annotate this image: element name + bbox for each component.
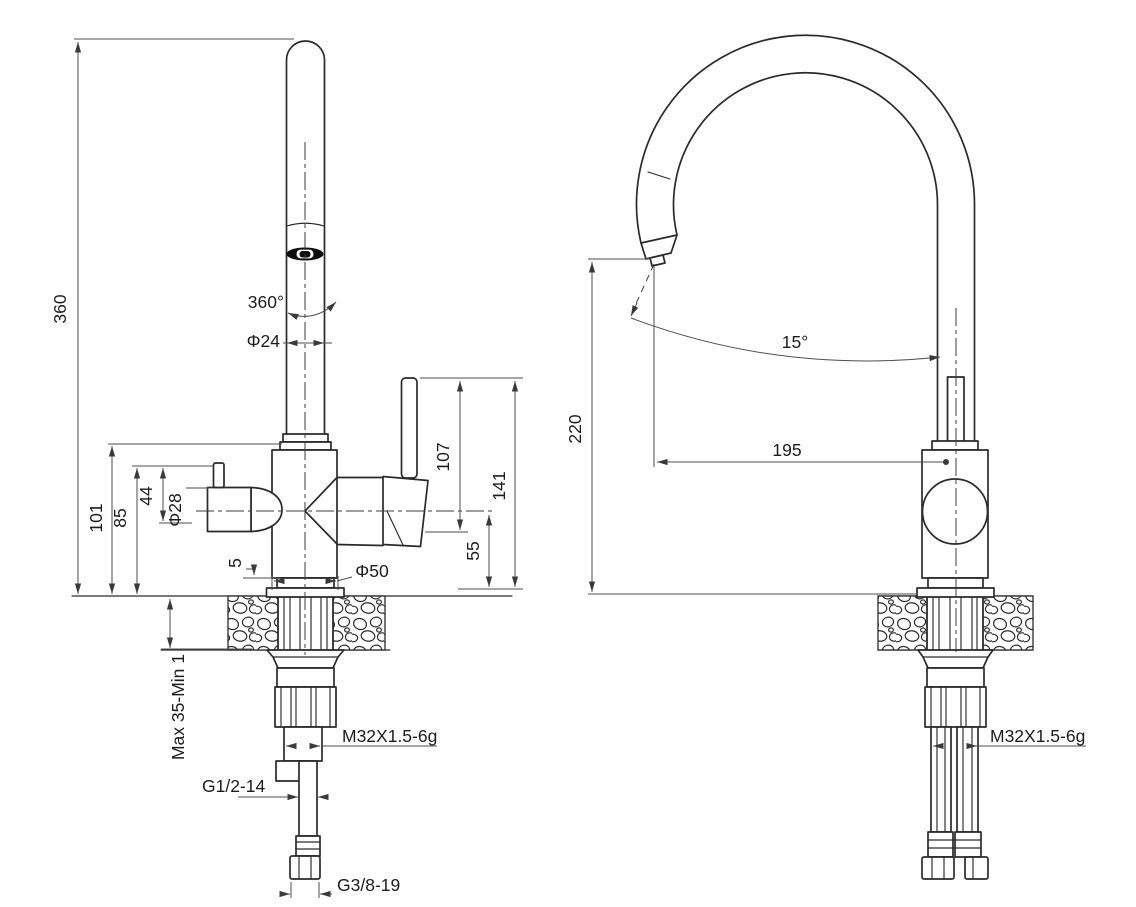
dim-shank-thread-front: M32X1.5-6g: [342, 726, 437, 746]
side-dimensions: 15° 220 195 M32X1.5-6g: [565, 258, 1086, 750]
dim-spout-reach: 195: [772, 440, 801, 460]
dim-44: 44: [136, 486, 156, 506]
front-right-handle: [382, 377, 429, 548]
dim-spout-diameter: Φ24: [247, 331, 281, 351]
front-under-counter: [266, 649, 345, 880]
dim-handle-diameter: Φ28: [165, 493, 185, 526]
dim-101: 101: [86, 503, 106, 532]
front-body: [271, 449, 384, 579]
side-body: [916, 376, 995, 598]
dim-85: 85: [110, 508, 130, 527]
dim-deck-thickness-range: Max 35-Min 1: [168, 654, 188, 760]
side-countertop: [877, 595, 1034, 651]
dim-141: 141: [489, 471, 509, 500]
dim-107: 107: [433, 442, 453, 471]
dim-55: 55: [463, 541, 483, 560]
dim-hose-thread: G3/8-19: [337, 875, 400, 895]
dim-inlet-thread: G1/2-14: [202, 776, 265, 796]
dim-spout-height: 220: [565, 414, 585, 443]
side-spout: [635, 34, 976, 442]
side-under-counter: [917, 649, 994, 880]
dim-swivel-angle: 360°: [248, 292, 284, 312]
front-countertop: [71, 595, 513, 651]
dim-overall-height: 360: [50, 294, 70, 323]
front-left-handle: [206, 462, 283, 533]
dim-tilt-angle: 15°: [782, 332, 808, 352]
dim-base-diameter: Φ50: [355, 561, 389, 581]
front-dimensions: 360 360° Φ24 101 85 44 Φ28 5: [50, 38, 523, 898]
front-view: 360 360° Φ24 101 85 44 Φ28 5: [50, 38, 523, 898]
dim-shank-thread-side: M32X1.5-6g: [990, 726, 1085, 746]
side-view: 15° 220 195 M32X1.5-6g: [565, 34, 1086, 880]
dim-flange-height: 5: [225, 558, 245, 568]
